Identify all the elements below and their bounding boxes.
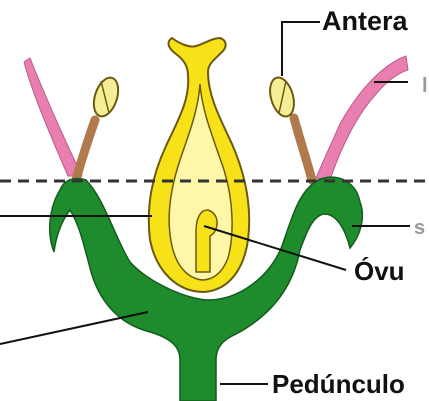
petal-left — [24, 58, 82, 176]
petal-right — [316, 56, 408, 180]
anther-left — [89, 75, 122, 120]
filament-left — [76, 120, 95, 180]
leader-receptacle — [0, 312, 148, 344]
label-cut-l: l — [422, 75, 428, 97]
leader-antera — [282, 22, 320, 76]
label-ovulo: Óvu — [354, 256, 405, 286]
filament-right — [294, 118, 312, 180]
label-antera: Antera — [322, 6, 409, 36]
label-pedunculo: Pedúnculo — [272, 369, 405, 399]
anther-right — [266, 75, 298, 120]
label-cut-s: s — [414, 217, 425, 239]
